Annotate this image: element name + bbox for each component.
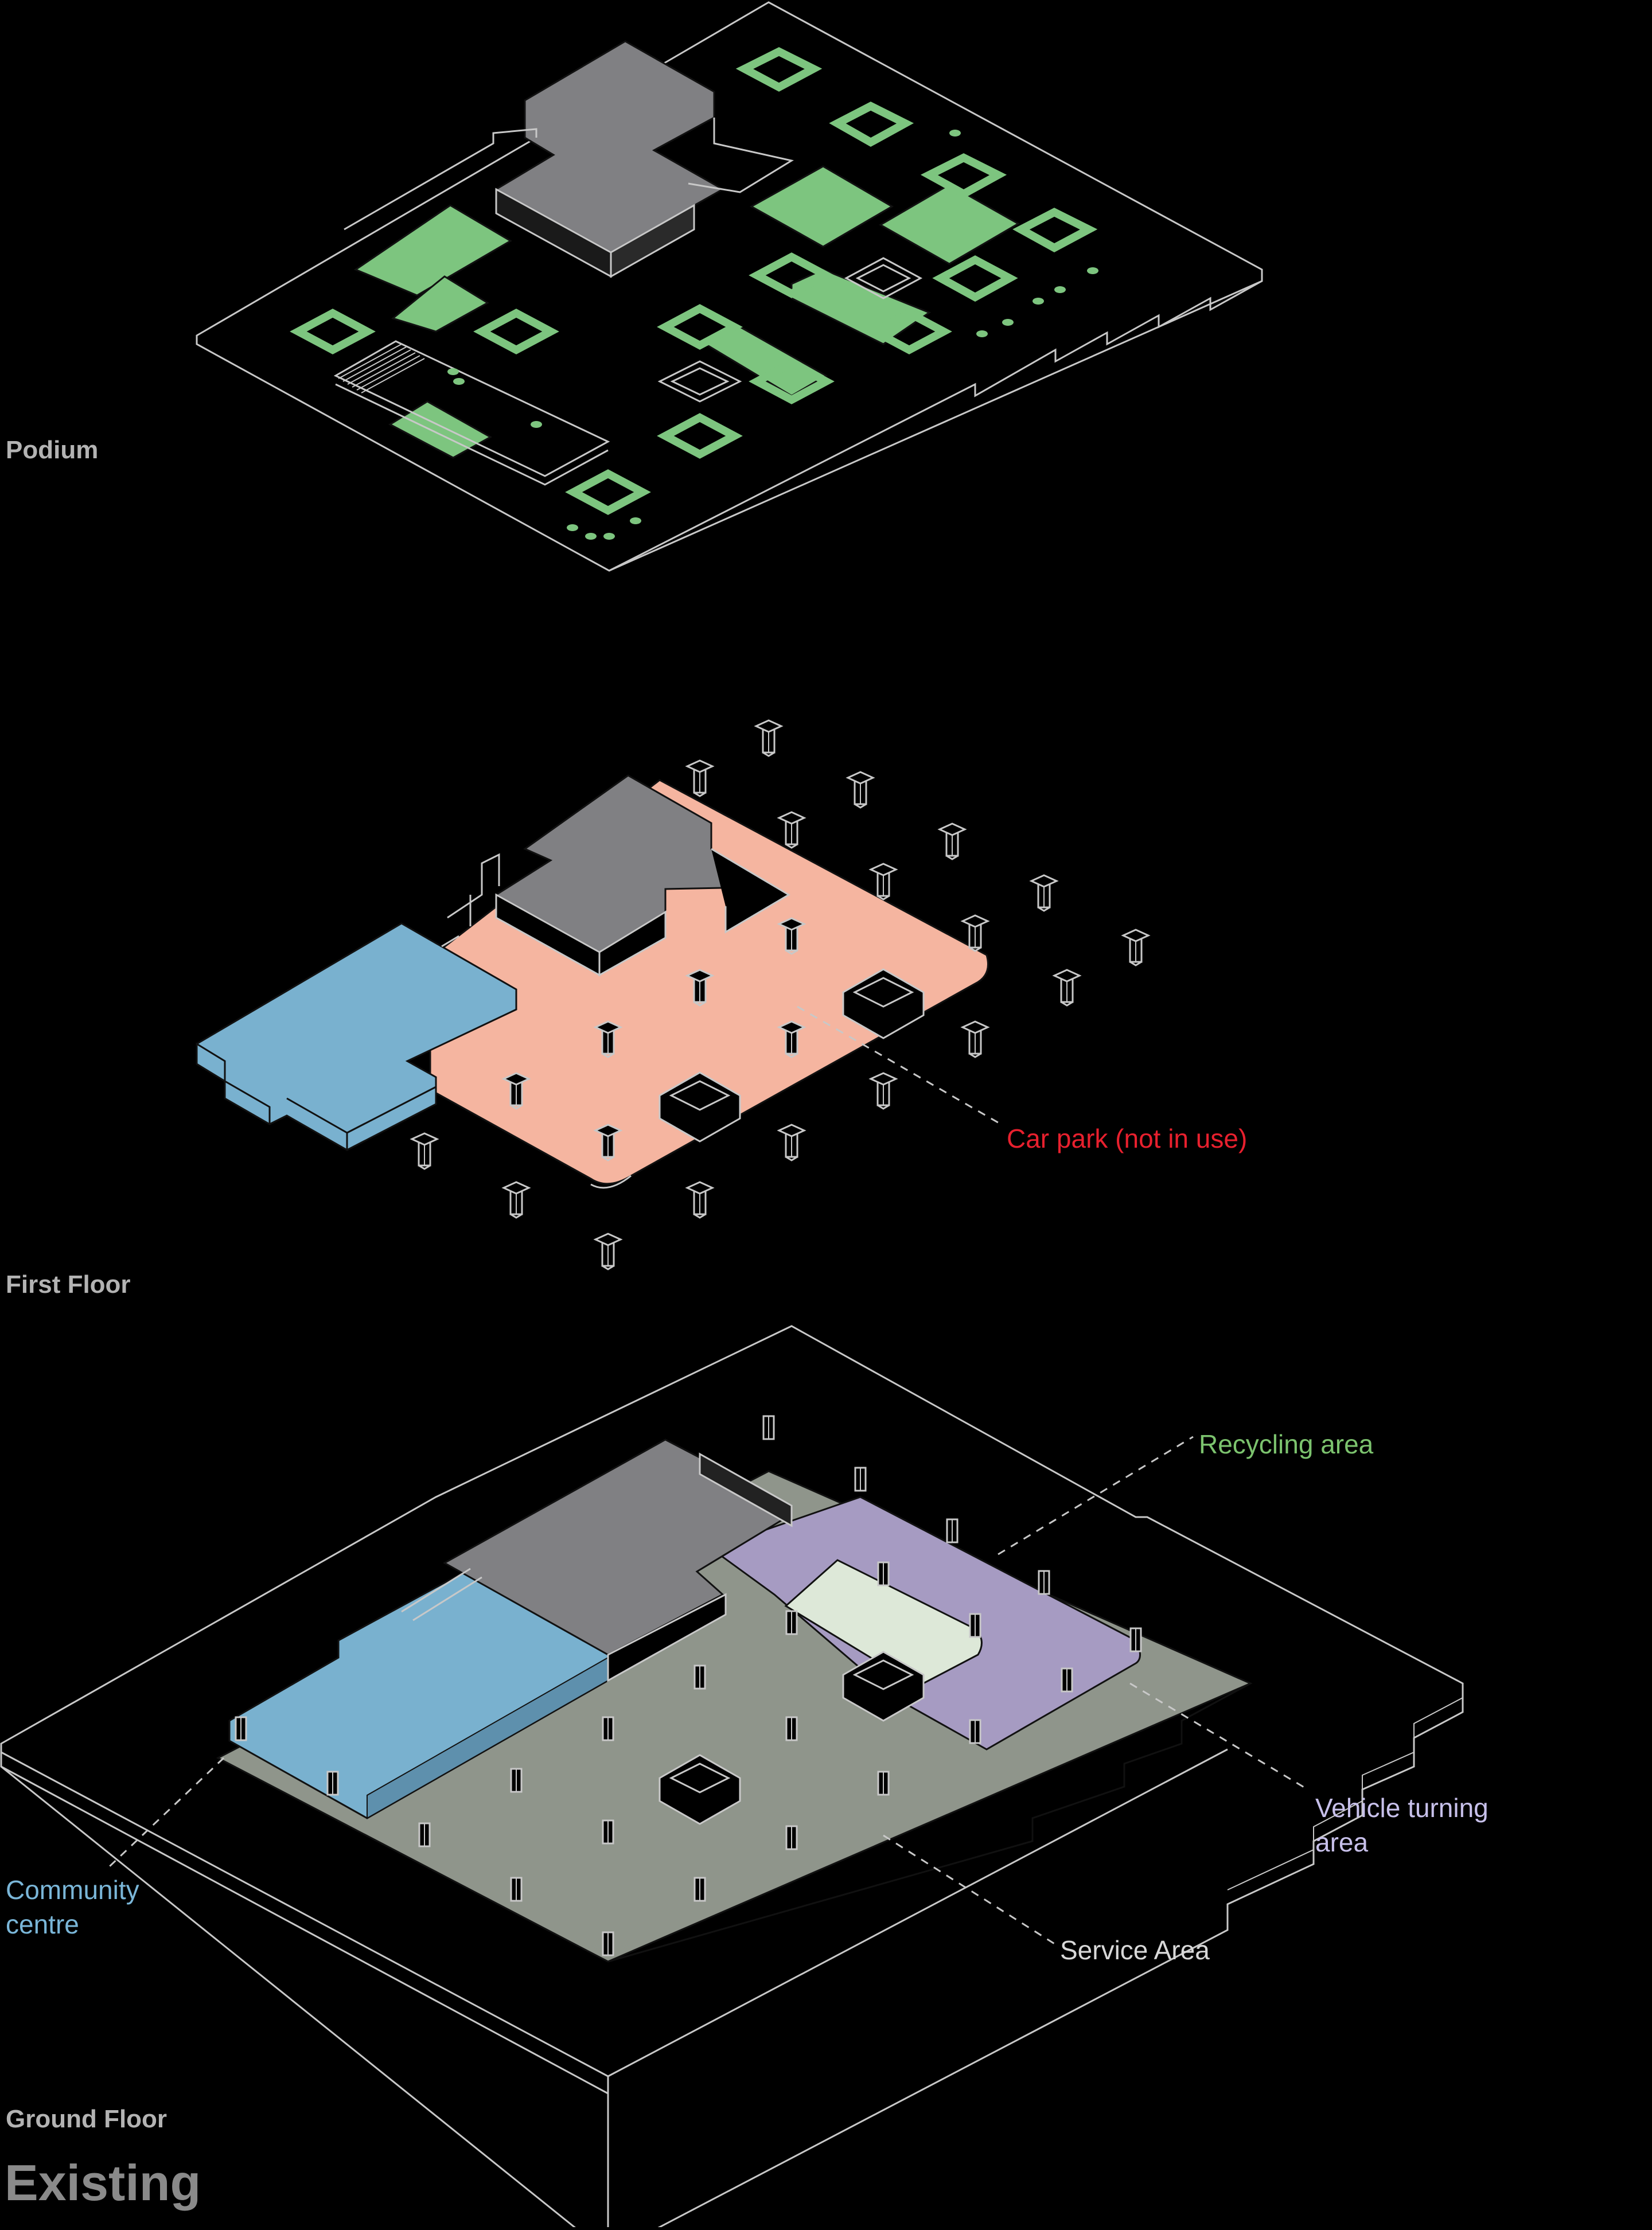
lift-cores: [659, 968, 925, 1143]
annotation-leaders: [108, 1436, 1308, 1946]
podium-slab: [196, 1, 1263, 572]
community-centre-annotation: Community centre: [6, 1875, 139, 1939]
podium-ramp: [333, 340, 610, 486]
first-floor-label: First Floor: [6, 1270, 131, 1299]
ground-floor-level: [0, 1325, 1464, 2230]
first-floor-level: [196, 719, 1150, 1270]
service-area-annotation: Service Area: [1060, 1935, 1210, 1965]
ground-floor-label: Ground Floor: [6, 2105, 167, 2133]
podium-step-edge: [609, 280, 1263, 572]
tree-pits: [290, 47, 1098, 515]
car-park-leader: [797, 1005, 1002, 1125]
planting-beds: [353, 165, 1020, 459]
diagram-title: Existing: [5, 2154, 201, 2211]
podium-level: [196, 1, 1263, 572]
podium-label: Podium: [6, 436, 99, 464]
vehicle-turning-annotation: Vehicle turning area: [1315, 1793, 1489, 1857]
car-park-annotation: Car park (not in use): [1007, 1124, 1248, 1153]
podium-bollards: [447, 130, 1098, 540]
first-floor-stair-core: [494, 774, 747, 953]
recycling-area-annotation: Recycling area: [1199, 1429, 1374, 1459]
community-centre-block: [196, 922, 517, 1151]
ground-lift-cores: [659, 1651, 925, 1825]
